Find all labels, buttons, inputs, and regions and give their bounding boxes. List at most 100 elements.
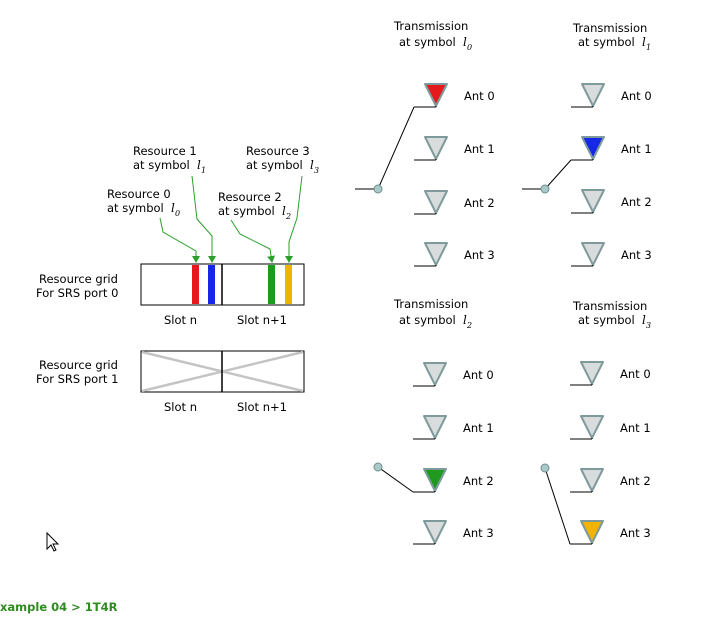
resource-3-arrow <box>285 175 303 263</box>
antenna-icon <box>580 361 604 385</box>
antenna-3-3: Ant 3 <box>570 520 651 545</box>
svg-text:Transmission: Transmission <box>393 297 468 311</box>
antenna-label: Ant 1 <box>620 421 651 435</box>
antenna-icon <box>581 189 605 213</box>
antenna-group-0: Ant 0 Ant 1 Ant 2 Ant 3 <box>355 83 495 267</box>
antenna-2-0: Ant 0 <box>413 362 494 387</box>
svg-text:at symbol: at symbol <box>399 35 456 49</box>
svg-text:at symbol: at symbol <box>133 158 190 172</box>
antenna-1-1: Ant 1 <box>571 136 652 161</box>
slot-n1-label: Slot n+1 <box>237 313 287 327</box>
switch-node-icon <box>373 462 383 472</box>
resource-grid-port-0-label: Resource grid For SRS port 0 <box>36 272 118 300</box>
transmission-panel-2: Transmission at symbol l 2 <box>393 297 472 330</box>
svg-text:Resource 0: Resource 0 <box>107 187 171 201</box>
antenna-label: Ant 3 <box>464 248 495 262</box>
svg-text:at symbol: at symbol <box>218 204 275 218</box>
svg-text:l: l <box>197 158 201 172</box>
antenna-0-3: Ant 3 <box>414 242 495 267</box>
svg-text:For SRS port 0: For SRS port 0 <box>36 286 118 300</box>
resource-3-block <box>285 265 292 304</box>
antenna-3-1: Ant 1 <box>570 415 651 440</box>
mouse-cursor-icon <box>46 531 60 552</box>
switch-arm <box>377 106 415 190</box>
svg-text:0: 0 <box>467 43 472 52</box>
antenna-label: Ant 2 <box>621 195 652 209</box>
antenna-icon <box>424 136 448 160</box>
breadcrumb[interactable]: xample 04 > 1T4R <box>0 600 118 614</box>
antenna-label: Ant 2 <box>463 474 494 488</box>
resource-1-label: Resource 1 at symbol l 1 <box>133 144 206 175</box>
antenna-1-0: Ant 0 <box>571 83 652 108</box>
transmission-panel-0: Transmission at symbol l 0 <box>393 19 472 52</box>
svg-text:l: l <box>642 313 646 327</box>
antenna-label: Ant 3 <box>463 526 494 540</box>
resource-arrows <box>159 175 303 263</box>
antenna-3-0: Ant 0 <box>570 361 651 386</box>
svg-text:l: l <box>463 35 467 49</box>
antenna-label: Ant 1 <box>464 142 495 156</box>
antenna-label: Ant 0 <box>620 367 651 381</box>
antenna-2-1: Ant 1 <box>413 415 494 440</box>
antenna-0-0: Ant 0 <box>414 83 495 108</box>
transmission-panel-3: Transmission at symbol l 3 <box>572 299 651 330</box>
antenna-1-3: Ant 3 <box>571 242 652 267</box>
resource-0-block <box>192 265 199 304</box>
svg-text:1: 1 <box>646 43 651 52</box>
switch-node-icon <box>540 184 550 194</box>
svg-text:1: 1 <box>201 166 206 175</box>
antenna-icon <box>424 190 448 214</box>
svg-text:at symbol: at symbol <box>578 35 635 49</box>
antenna-label: Ant 2 <box>620 474 651 488</box>
resource-0-arrow <box>159 217 200 263</box>
antenna-1-2: Ant 2 <box>571 189 652 214</box>
slot-n-label-port1: Slot n <box>164 400 197 414</box>
antenna-label: Ant 1 <box>621 142 652 156</box>
resource-grid-port-1-label: Resource grid For SRS port 1 <box>36 358 118 386</box>
antenna-2-2: Ant 2 <box>413 468 494 493</box>
svg-text:Transmission: Transmission <box>572 21 647 35</box>
antenna-icon <box>423 520 447 544</box>
svg-text:2: 2 <box>285 212 291 221</box>
svg-text:2: 2 <box>466 321 472 330</box>
antenna-icon <box>423 468 447 492</box>
antenna-label: Ant 3 <box>621 248 652 262</box>
svg-text:Resource 1: Resource 1 <box>133 144 197 158</box>
antenna-icon <box>424 242 448 266</box>
antenna-icon <box>581 83 605 107</box>
resource-2-arrow <box>230 219 276 263</box>
antenna-icon <box>581 136 605 160</box>
antenna-icon <box>580 415 604 439</box>
antenna-0-2: Ant 2 <box>414 190 495 215</box>
resource-grid-port-1 <box>140 350 305 393</box>
resource-grid-port-0 <box>140 263 305 306</box>
svg-text:l: l <box>463 313 467 327</box>
svg-text:3: 3 <box>646 321 651 330</box>
svg-text:at symbol: at symbol <box>399 313 456 327</box>
antenna-label: Ant 3 <box>620 526 651 540</box>
resource-3-label: Resource 3 at symbol l 3 <box>246 144 319 175</box>
antenna-icon <box>580 468 604 492</box>
svg-text:Resource 3: Resource 3 <box>246 144 310 158</box>
antenna-label: Ant 2 <box>464 196 495 210</box>
svg-text:l: l <box>642 35 646 49</box>
svg-text:0: 0 <box>175 209 180 218</box>
antenna-icon <box>423 415 447 439</box>
svg-text:Resource 2: Resource 2 <box>218 190 282 204</box>
antenna-group-3: Ant 0 Ant 1 Ant 2 Ant 3 <box>540 361 651 545</box>
resource-2-block <box>268 265 275 304</box>
svg-text:Resource grid: Resource grid <box>39 358 118 372</box>
antenna-3-2: Ant 2 <box>570 468 651 493</box>
svg-text:at symbol: at symbol <box>107 201 164 215</box>
antenna-icon <box>580 520 604 544</box>
switch-node-icon <box>540 463 550 473</box>
antenna-icon <box>424 83 448 107</box>
svg-text:l: l <box>171 201 175 215</box>
switch-arm <box>377 466 414 493</box>
antenna-label: Ant 0 <box>463 368 494 382</box>
switch-arm <box>544 467 571 545</box>
switch-arm <box>544 159 572 190</box>
svg-text:l: l <box>310 158 314 172</box>
antenna-icon <box>581 242 605 266</box>
antenna-icon <box>423 362 447 386</box>
